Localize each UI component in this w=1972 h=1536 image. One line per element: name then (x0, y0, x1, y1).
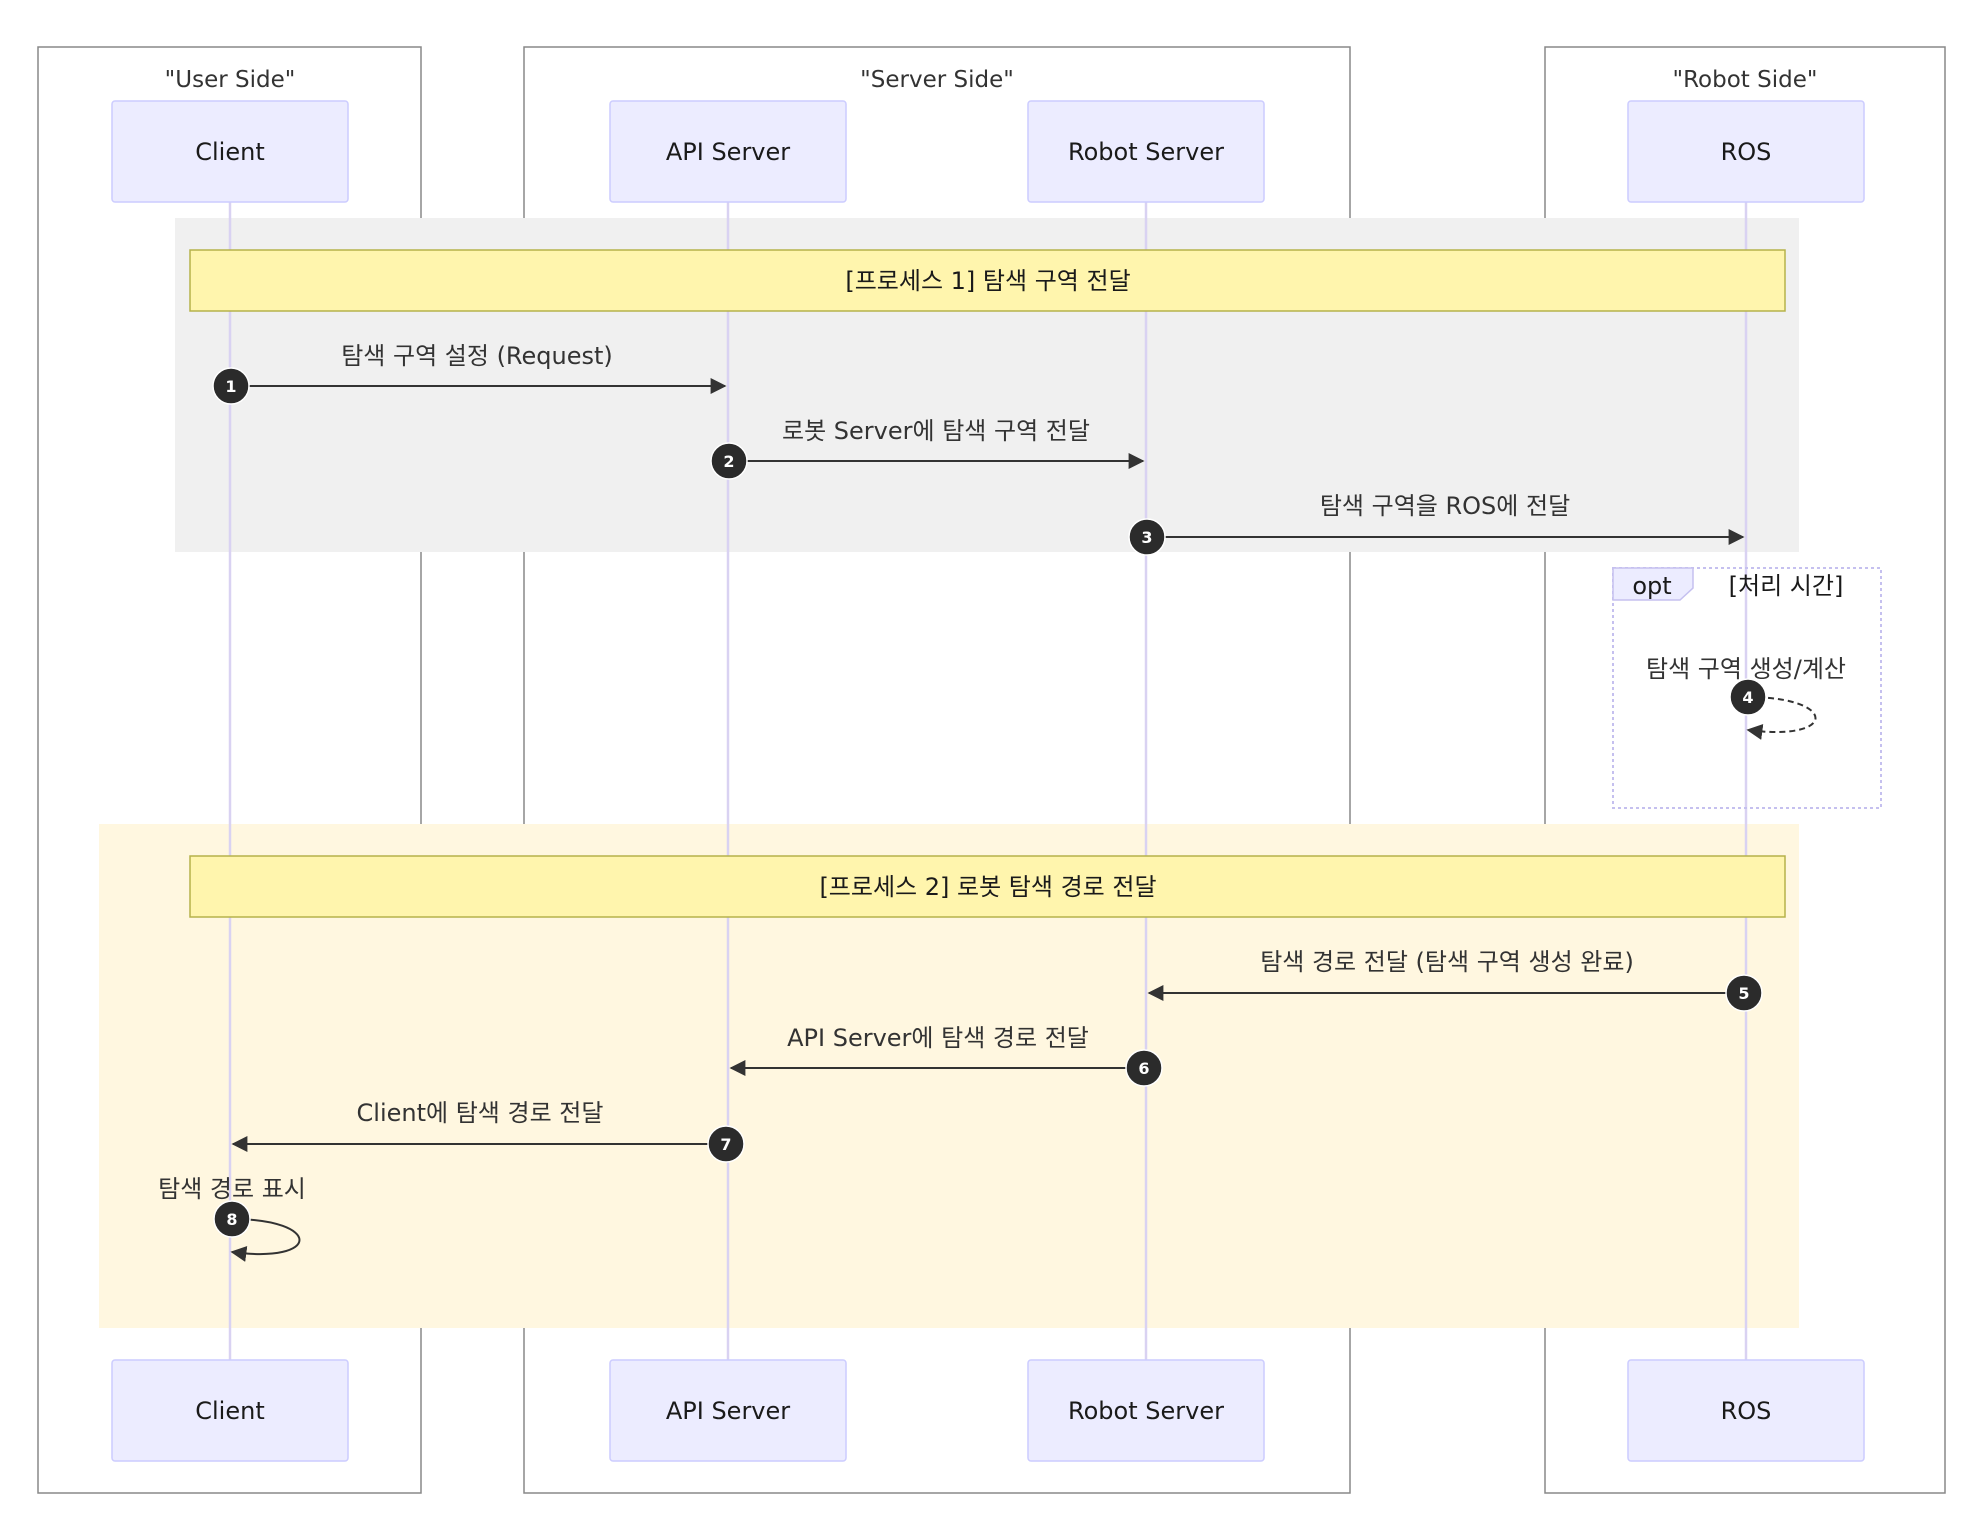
box-server-side-label: "Server Side" (860, 67, 1014, 93)
message-8-number: 8 (226, 1210, 237, 1229)
note-process2-text: [프로세스 2] 로봇 탐색 경로 전달 (819, 873, 1156, 901)
message-8-number-badge (213, 1200, 251, 1238)
actor-robot-server-top-label: Robot Server (1068, 138, 1224, 166)
message-3-number-badge (1128, 518, 1166, 556)
actor-client-bottom (111, 1359, 349, 1462)
note-process1 (189, 249, 1786, 312)
message-4-number: 4 (1742, 688, 1753, 707)
message-2-label: 로봇 Server에 탐색 구역 전달 (782, 417, 1090, 445)
message-5-number-badge (1725, 974, 1763, 1012)
actor-ros-bottom (1627, 1359, 1865, 1462)
actor-client-top-label: Client (195, 138, 264, 166)
actor-api-server-top-label: API Server (666, 138, 790, 166)
actor-client-bottom-label: Client (195, 1397, 264, 1425)
message-3-label: 탐색 구역을 ROS에 전달 (1320, 492, 1570, 520)
box-robot-side-label: "Robot Side" (1673, 67, 1818, 93)
box-user-side (37, 46, 422, 1494)
message-5-number: 5 (1738, 984, 1749, 1003)
message-4-label: 탐색 구역 생성/계산 (1646, 655, 1846, 683)
message-4-number-badge (1729, 678, 1767, 716)
box-user-side-label: "User Side" (165, 67, 296, 93)
actor-api-server-bottom-label: API Server (666, 1397, 790, 1425)
message-7-number: 7 (720, 1135, 731, 1154)
message-4-arrow (1746, 696, 1817, 740)
actor-api-server-bottom (609, 1359, 847, 1462)
note-process2 (189, 855, 1786, 918)
opt-block (1612, 567, 1882, 809)
message-3-number: 3 (1141, 528, 1152, 547)
message-5-label: 탐색 경로 전달 (탐색 구역 생성 완료) (1260, 948, 1634, 976)
actor-ros-top-label: ROS (1721, 138, 1772, 166)
note-process1-text: [프로세스 1] 탐색 구역 전달 (845, 267, 1130, 295)
actor-api-server-top (609, 100, 847, 203)
actor-client-top (111, 100, 349, 203)
actor-robot-server-bottom (1027, 1359, 1265, 1462)
box-robot-side (1544, 46, 1946, 1494)
message-8-arrow (230, 1218, 301, 1262)
actor-robot-server-bottom-label: Robot Server (1068, 1397, 1224, 1425)
opt-block-tag: opt (1632, 572, 1671, 600)
opt-block-condition: [처리 시간] (1729, 572, 1844, 600)
message-2-number-badge (710, 442, 748, 480)
actor-robot-server-top (1027, 100, 1265, 203)
opt-block-tag-shape (1612, 567, 1694, 601)
message-1-label: 탐색 구역 설정 (Request) (341, 342, 613, 370)
message-8-label: 탐색 경로 표시 (158, 1175, 306, 1203)
message-2-number: 2 (723, 452, 734, 471)
message-1-number: 1 (225, 377, 236, 396)
message-6-label: API Server에 탐색 경로 전달 (787, 1024, 1089, 1052)
message-7-label: Client에 탐색 경로 전달 (357, 1099, 604, 1127)
actor-ros-top (1627, 100, 1865, 203)
message-6-number-badge (1125, 1049, 1163, 1087)
box-server-side (523, 46, 1351, 1494)
actor-ros-bottom-label: ROS (1721, 1397, 1772, 1425)
message-7-number-badge (707, 1125, 745, 1163)
message-1-number-badge (212, 367, 250, 405)
message-6-number: 6 (1138, 1059, 1149, 1078)
